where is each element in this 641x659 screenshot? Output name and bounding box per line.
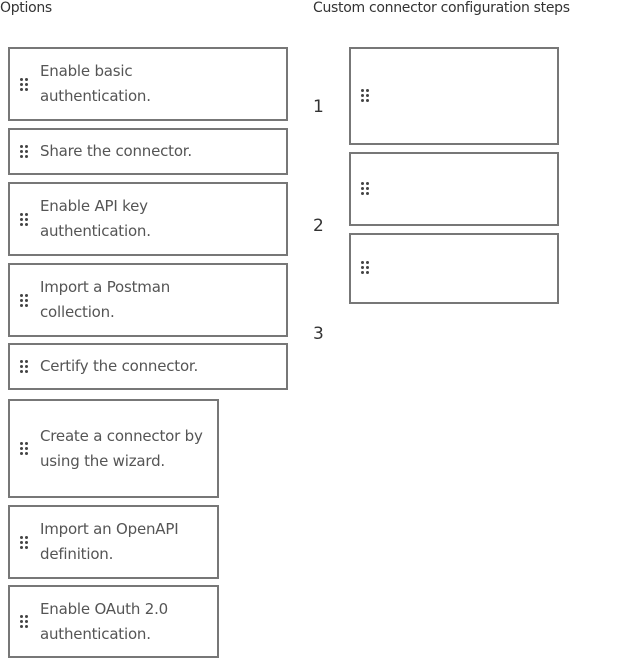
drag-handle-icon[interactable] — [20, 615, 28, 628]
option-item[interactable]: Import a Postman collection. — [8, 263, 288, 337]
step-number: 2 — [313, 216, 324, 236]
options-heading: Options — [0, 0, 52, 16]
option-label: Enable basic authentication. — [40, 62, 151, 105]
drag-handle-icon — [361, 89, 369, 102]
option-label: Share the connector. — [40, 142, 192, 160]
option-item[interactable]: Certify the connector. — [8, 343, 288, 390]
step-slot-2[interactable] — [349, 152, 559, 226]
drag-handle-icon[interactable] — [20, 77, 28, 91]
option-item[interactable]: Enable API key authentication. — [8, 182, 288, 256]
step-slot-3[interactable] — [349, 233, 559, 304]
option-item[interactable]: Enable OAuth 2.0 authentication. — [8, 585, 219, 658]
option-label: Enable API key authentication. — [40, 197, 151, 240]
step-number: 3 — [313, 324, 324, 344]
option-label: Import a Postman collection. — [40, 278, 171, 321]
drag-handle-icon[interactable] — [20, 145, 28, 158]
option-item[interactable]: Import an OpenAPI definition. — [8, 505, 219, 579]
drag-handle-icon[interactable] — [20, 293, 28, 307]
option-item[interactable]: Enable basic authentication. — [8, 47, 288, 121]
option-item[interactable]: Create a connector by using the wizard. — [8, 399, 219, 498]
step-slot-1[interactable] — [349, 47, 559, 145]
drag-handle-icon[interactable] — [20, 442, 28, 455]
option-label: Create a connector by using the wizard. — [40, 426, 203, 470]
drag-handle-icon[interactable] — [20, 360, 28, 373]
drag-handle-icon[interactable] — [20, 212, 28, 226]
drag-handle-icon — [361, 261, 369, 274]
drag-handle-icon — [361, 182, 369, 195]
option-label: Enable OAuth 2.0 authentication. — [40, 599, 168, 643]
option-label: Certify the connector. — [40, 357, 199, 375]
step-number: 1 — [313, 97, 324, 117]
option-label: Import an OpenAPI definition. — [40, 520, 179, 563]
steps-heading: Custom connector configuration steps — [313, 0, 570, 16]
drag-handle-icon[interactable] — [20, 535, 28, 549]
option-item[interactable]: Share the connector. — [8, 128, 288, 175]
